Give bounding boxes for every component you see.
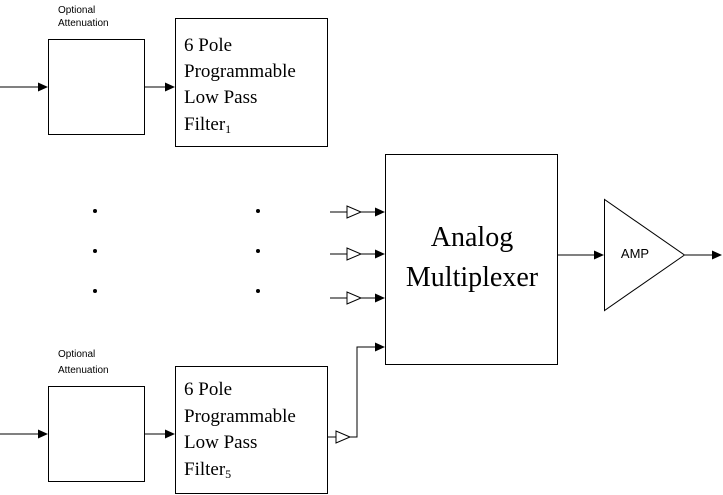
bottom-filter-input-arrowhead [165,429,175,439]
mux-input-3-arrowhead [375,293,385,303]
mux-input-1-arrowhead [375,207,385,217]
ellipsis-dot-left-3 [93,289,97,293]
amplifier-label: AMP [621,246,649,261]
mux-input-2-buffer [346,247,363,261]
top-filter-input-arrowhead [165,82,175,92]
top-input-arrowhead [38,82,48,92]
top-filter-line2: Programmable [184,61,296,82]
bottom-filter-name: Filter5 [184,459,231,481]
bottom-filter-line1: 6 Pole [184,379,232,400]
mux-input-3-buffer [346,291,363,305]
amplifier-triangle [604,198,686,312]
mux-input-2-arrowhead [375,249,385,259]
top-filter-block [175,18,328,147]
ellipsis-dot-left-2 [93,249,97,253]
top-filter-line1: 6 Pole [184,35,232,56]
top-filter-subscript: 1 [225,122,231,136]
top-filter-name-text: Filter [184,114,226,135]
ellipsis-dot-mid-1 [256,209,260,213]
mux-input-1-buffer [346,205,363,219]
multiplexer-label-line2: Multiplexer [406,262,539,293]
amp-input-arrowhead [594,250,604,260]
ellipsis-dot-mid-2 [256,249,260,253]
bottom-to-mux-route-wire [350,346,377,438]
top-attenuation-label-line2: Attenuation [58,18,109,29]
bottom-filter-name-text: Filter [184,459,226,480]
bottom-attenuation-label-line1: Optional [58,349,95,360]
top-attenuation-label-line1: Optional [58,5,95,16]
analog-multiplexer-block [385,154,558,365]
bottom-filter-block [175,366,328,494]
bottom-filter-line3: Low Pass [184,432,257,453]
bottom-filter-line2: Programmable [184,406,296,427]
top-filter-name: Filter1 [184,114,231,136]
mux-input-4-arrowhead [375,342,385,352]
amp-output-arrowhead [712,250,722,260]
bottom-input-arrowhead [38,429,48,439]
bottom-filter-subscript: 5 [225,467,231,481]
multiplexer-label-line1: Analog [431,222,513,253]
ellipsis-dot-left-1 [93,209,97,213]
ellipsis-dot-mid-3 [256,289,260,293]
bottom-attenuation-label-line2: Attenuation [58,365,109,376]
top-attenuation-block [48,39,145,135]
top-filter-line3: Low Pass [184,87,257,108]
bottom-attenuation-block [48,386,145,482]
bottom-filter-output-buffer [335,430,352,444]
